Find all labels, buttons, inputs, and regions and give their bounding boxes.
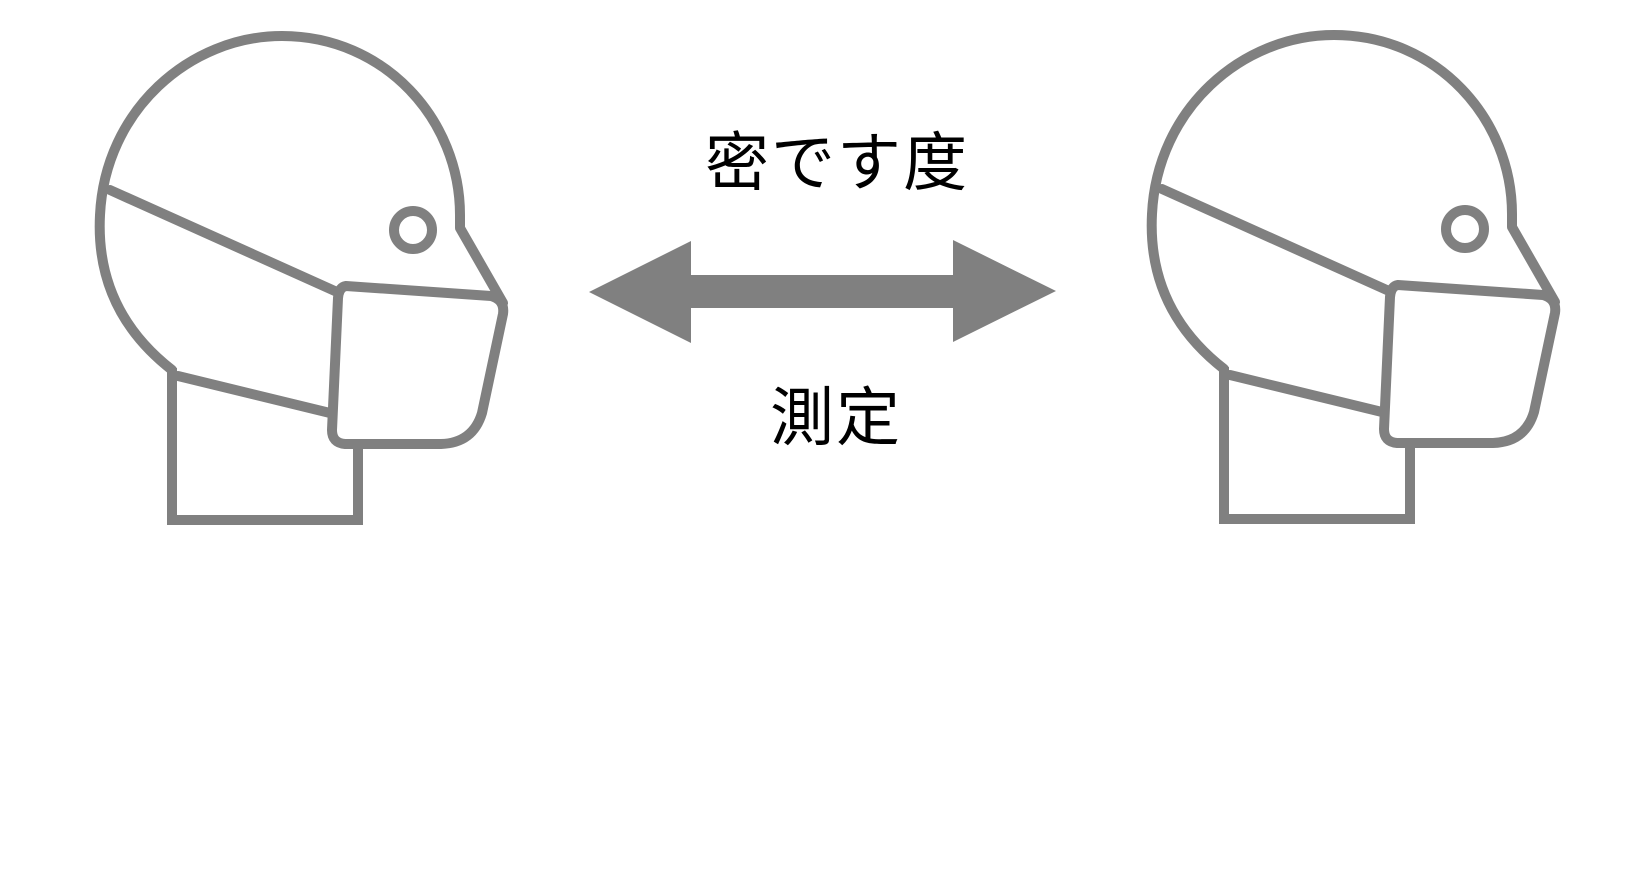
double-headed-arrow-icon: [589, 240, 1056, 343]
masked-person-right-icon: [1152, 35, 1556, 519]
measurement-label: 測定: [770, 382, 902, 456]
masked-person-left-icon: [100, 36, 504, 520]
distance-label: 密です度: [705, 127, 969, 201]
